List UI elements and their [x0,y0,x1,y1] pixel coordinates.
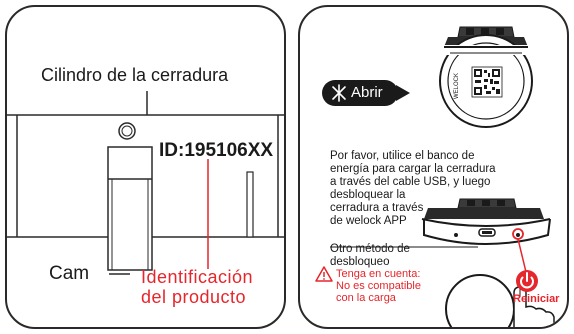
reset-label: Reiniciar [513,293,560,305]
warning-line-1: Tenga en cuenta: [336,268,421,280]
warning-icon [315,266,333,282]
instructions-line-4: desbloquear la [330,189,406,201]
cylinder-label: Cilindro de la cerradura [41,65,229,85]
other-method-line-1: Otro método de [330,243,410,255]
power-icon [516,270,538,292]
cylinder-drawing [7,91,284,275]
cam-label: Cam [49,263,90,284]
cylinder-diagram-panel: Cilindro de la cerradura ID:195106XX Cam… [5,5,286,329]
lock-drawing [315,26,555,327]
instructions-line-2: energía para cargar la cerradura [330,163,496,175]
instructions-line-1: Por favor, utilice el banco de [330,150,475,162]
product-id-title-line2: del producto [141,287,247,307]
unlock-method-panel: Abrir WELOCK Por favor, utilice el banco… [298,5,569,329]
other-method-line-2: desbloqueo [330,256,390,268]
warning-line-3: con la carga [336,292,396,304]
lock-bottom-device [330,198,551,327]
product-id-title-line1: Identificación [141,267,254,287]
instructions-line-3: a través del cable USB, y luego [330,176,491,188]
product-id-number: ID:195106XX [159,140,274,161]
warning-line-2: No es compatible [336,280,421,292]
instructions-line-5: cerradura a través [330,202,424,214]
qr-code [471,66,503,98]
abrir-label: Abrir [351,84,383,101]
instructions-line-6: de welock APP [330,215,407,227]
qr-side-text: WELOCK [454,72,460,99]
